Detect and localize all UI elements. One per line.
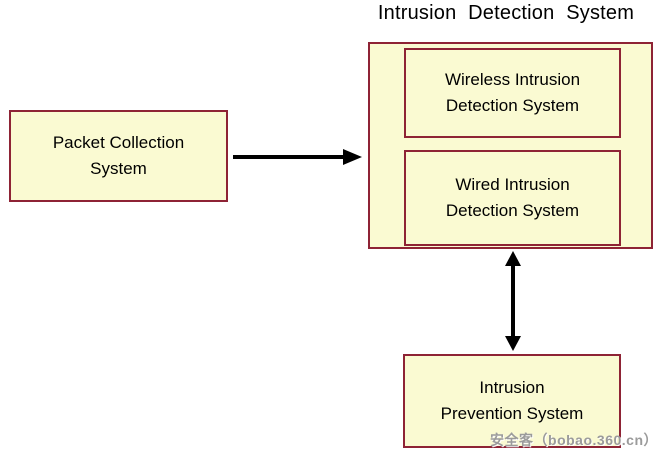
wireless-intrusion-detection-system-box: Wireless Intrusion Detection System	[404, 48, 621, 138]
packet-collection-system-box: Packet Collection System	[9, 110, 228, 202]
packet-collection-system-label: Packet Collection System	[52, 133, 185, 178]
diagram-title: Intrusion Detection System	[377, 2, 635, 24]
watermark: 安全客（bobao.360.cn）	[490, 432, 658, 448]
intrusion-prevention-system-label: Intrusion Prevention System	[440, 378, 584, 423]
intrusion-detection-system-container: Wireless Intrusion Detection System Wire…	[368, 42, 653, 249]
wireless-intrusion-detection-system-label: Wireless Intrusion Detection System	[444, 70, 581, 115]
wired-intrusion-detection-system-label: Wired Intrusion Detection System	[445, 175, 580, 220]
wired-intrusion-detection-system-box: Wired Intrusion Detection System	[404, 150, 621, 246]
right-arrow-icon	[233, 149, 362, 165]
double-headed-vertical-arrow-icon	[505, 251, 521, 351]
intrusion-prevention-system-box: Intrusion Prevention System	[403, 354, 621, 448]
